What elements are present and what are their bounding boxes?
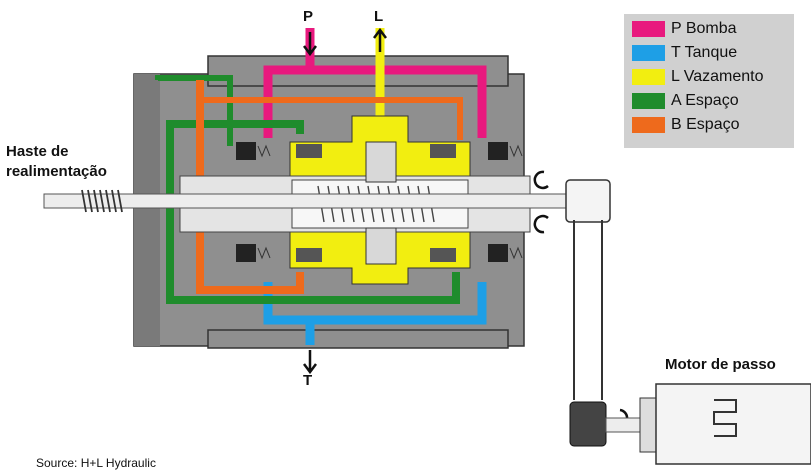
a-space-channel (166, 120, 460, 304)
port-label-pump: P (303, 8, 314, 25)
drive-belt (573, 220, 603, 400)
left-end-cap (134, 74, 160, 346)
a-space-channel-2 (155, 75, 233, 146)
rod-pulley (565, 179, 611, 223)
valve-housing-bottom (207, 329, 509, 349)
legend: P Bomba T Tanque L Vazamento A Espaço B … (624, 14, 794, 148)
source-caption: Source: H+L Hydraulic (36, 456, 156, 470)
feedback-rod (43, 193, 575, 209)
spring-lower-right (488, 244, 523, 262)
feedback-rod-thread (81, 189, 123, 213)
rotation-arrow-upper (533, 170, 549, 190)
legend-label-tank: T Tanque (671, 44, 738, 61)
feedback-rod-label: Haste de realimentação (6, 143, 107, 180)
legend-label-a-space: A Espaço (671, 92, 739, 109)
spring-upper-right (488, 142, 523, 160)
stepper-pulse-symbol (713, 399, 737, 437)
tank-port-arrow (303, 350, 317, 375)
legend-item-tank: T Tanque (632, 42, 797, 64)
legend-swatch-tank (632, 45, 665, 61)
piston-upper-right (430, 144, 456, 158)
legend-swatch-leak (632, 69, 665, 85)
legend-swatch-a-space (632, 93, 665, 109)
legend-label-b-space: B Espaço (671, 116, 740, 133)
legend-swatch-pump (632, 21, 665, 37)
legend-item-pump: P Bomba (632, 18, 797, 40)
legend-label-leak: L Vazamento (671, 68, 764, 85)
legend-swatch-b-space (632, 117, 665, 133)
rotation-arrow-lower (533, 214, 549, 234)
port-label-tank: T (303, 372, 313, 389)
legend-label-pump: P Bomba (671, 20, 737, 37)
port-label-leak: L (374, 8, 384, 25)
piston-lower-right (430, 248, 456, 262)
b-space-channel-2 (200, 97, 463, 140)
legend-item-b-space: B Espaço (632, 114, 797, 136)
spring-lower-left (236, 244, 271, 262)
legend-item-leak: L Vazamento (632, 66, 797, 88)
legend-item-a-space: A Espaço (632, 90, 797, 112)
pump-port-arrow (303, 32, 317, 57)
spool-land-bottom (365, 227, 397, 265)
spring-upper-left (236, 142, 271, 160)
spool-land-top (365, 141, 397, 183)
piston-lower-left (296, 248, 322, 262)
piston-upper-left (296, 144, 322, 158)
leak-port-arrow (373, 27, 387, 52)
stepper-motor-label: Motor de passo (665, 356, 776, 373)
motor-pulley (569, 401, 607, 447)
